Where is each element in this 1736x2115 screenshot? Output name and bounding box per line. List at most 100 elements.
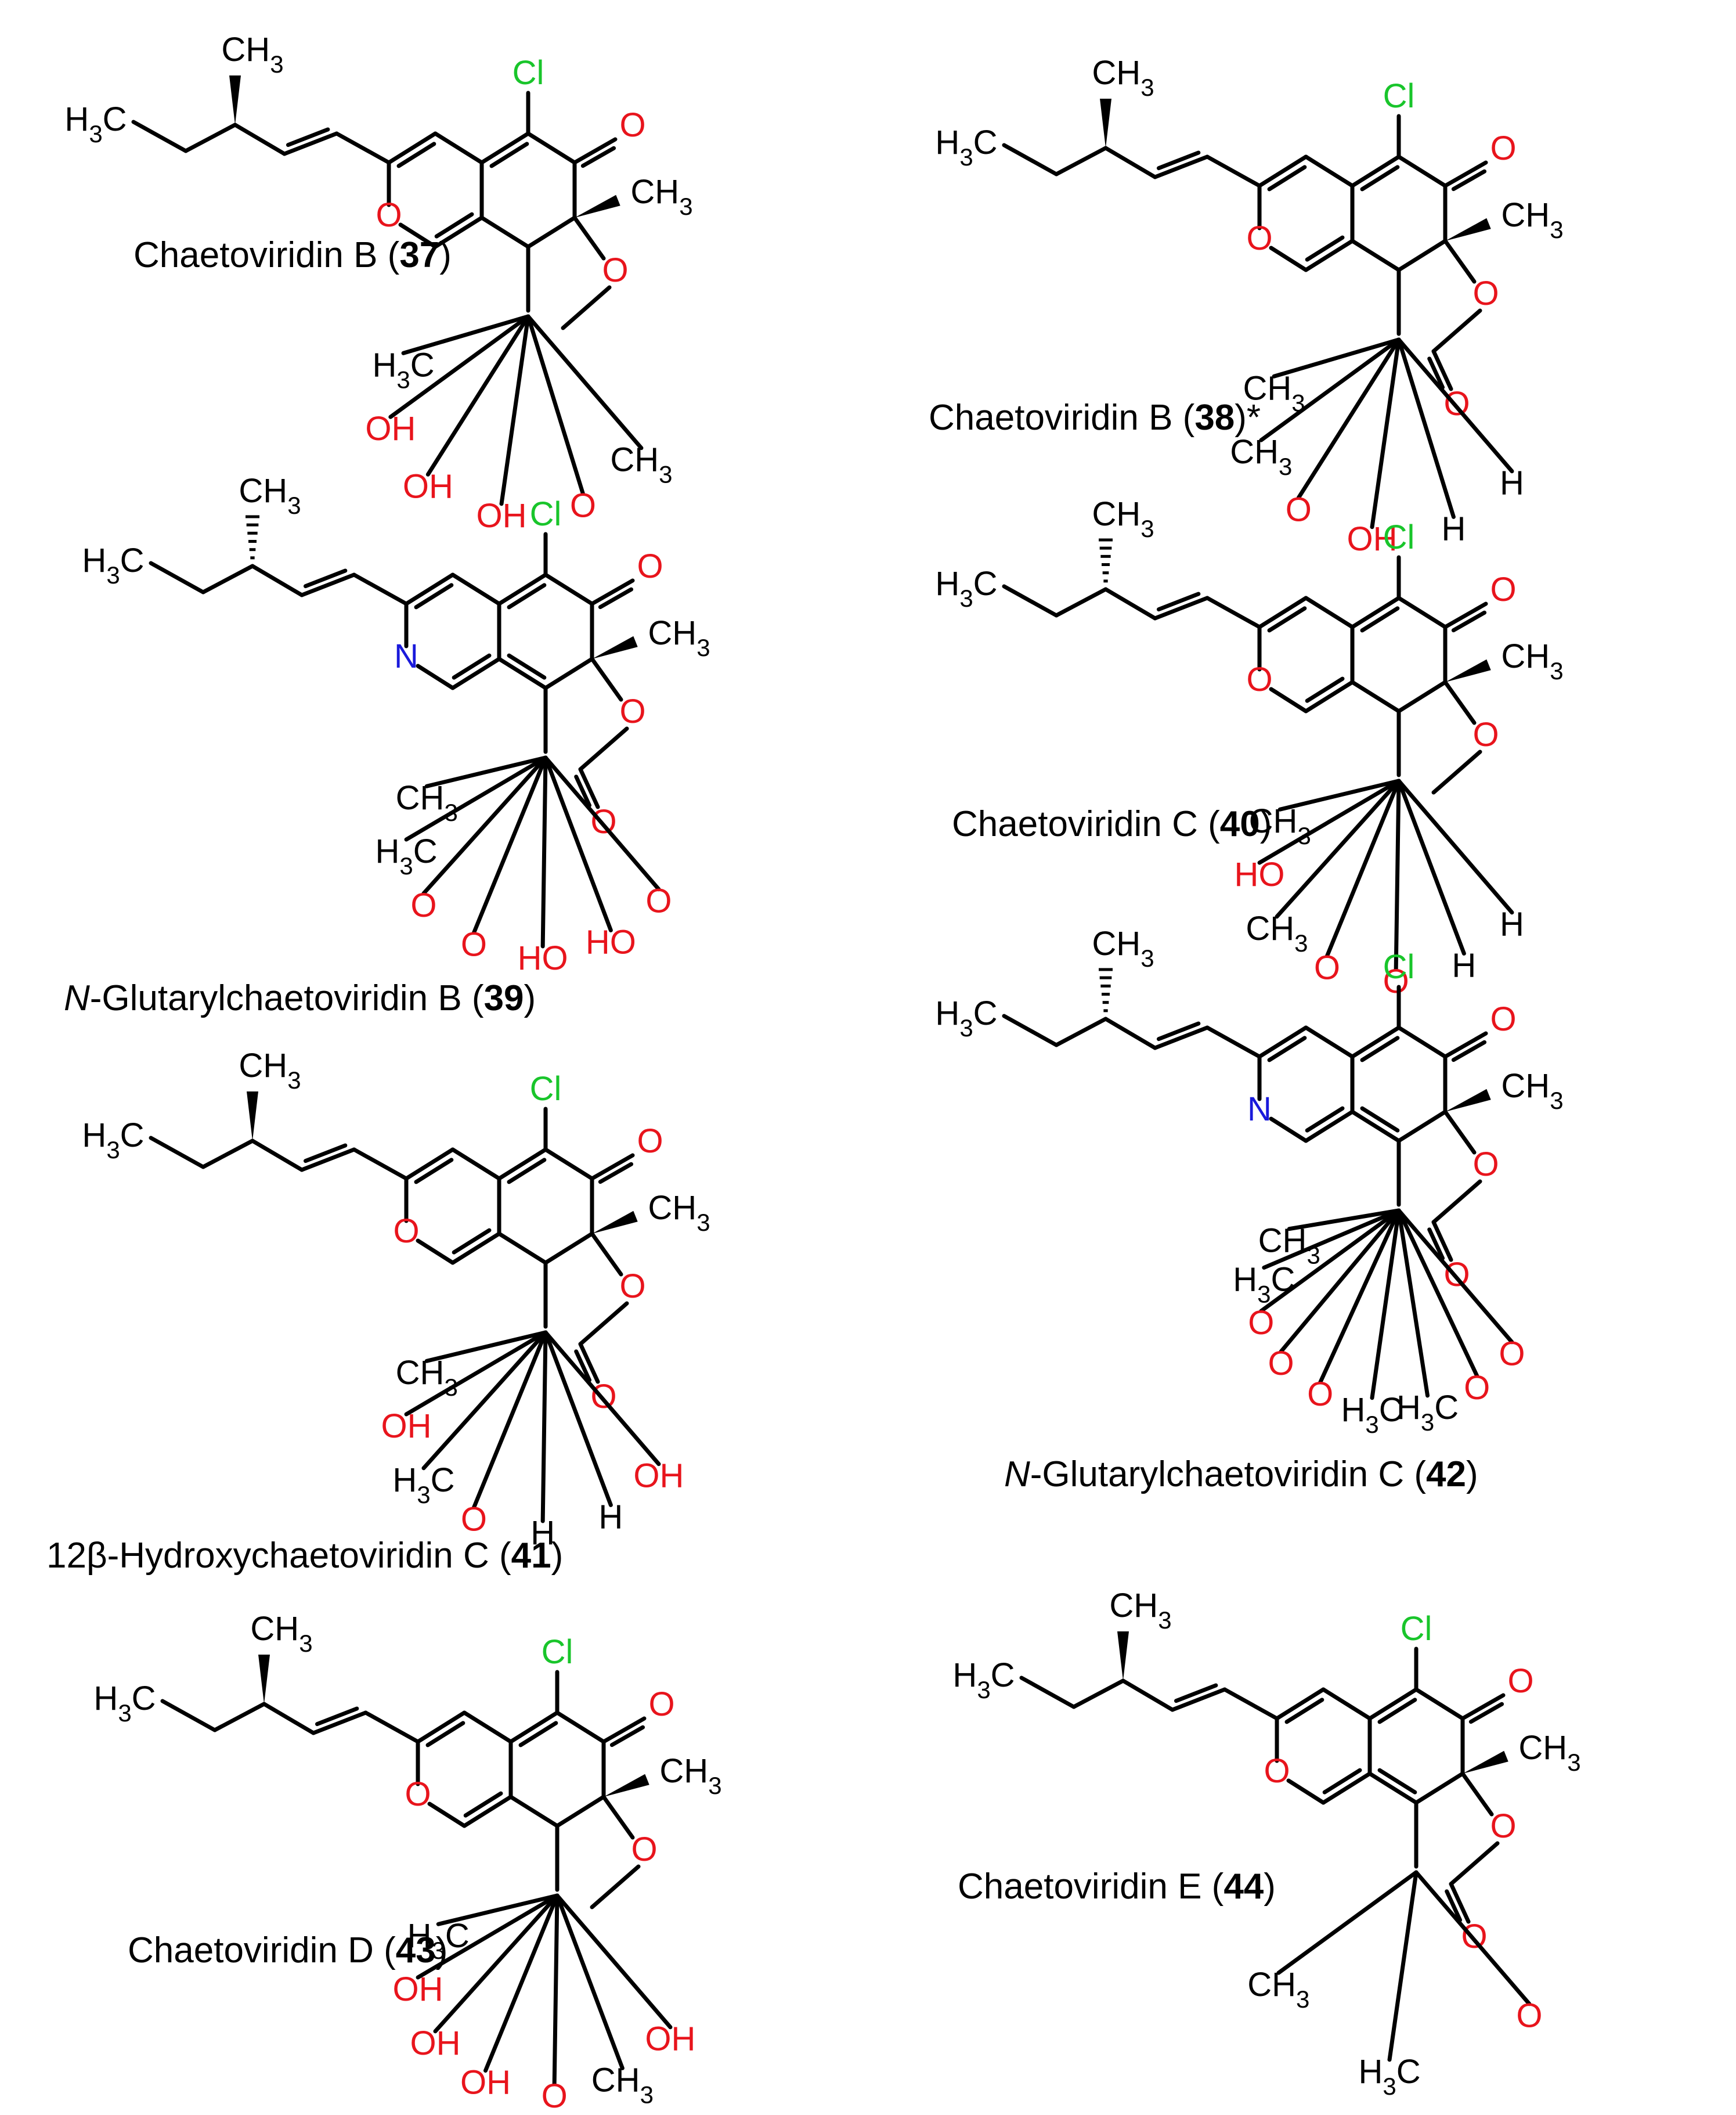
atom-label-oh: OH xyxy=(1347,520,1398,558)
atom-label-o_acid: O xyxy=(542,2077,568,2115)
name_main: Chaetoviridin E ( xyxy=(958,1867,1224,1907)
atom-label-ch3_ring: CH3 xyxy=(630,173,692,219)
atom-label-cl: Cl xyxy=(530,495,562,533)
compound-name: N-Glutarylchaetoviridin C (42) xyxy=(1004,1454,1478,1494)
atom-label-oh_left: OH xyxy=(645,2020,695,2058)
atom-label-o_keto: O xyxy=(1490,129,1516,167)
atom-label-ch3_end: CH3 xyxy=(1249,803,1311,849)
atom-label-o_keto: O xyxy=(637,1122,663,1160)
atom-label-o_acid: O xyxy=(570,487,596,525)
atom-label-ch3_ring: CH3 xyxy=(648,614,710,661)
wedge-bond xyxy=(1117,1631,1129,1681)
atom-label-h1: H xyxy=(598,1498,623,1536)
atom-label-h1: H xyxy=(1500,464,1524,502)
atom-label-o_furan: O xyxy=(1490,1807,1516,1845)
name_suffix: ) xyxy=(439,235,452,275)
atom-label-o_ester2: O xyxy=(1307,1375,1333,1413)
atom-label-o_ring: O xyxy=(1264,1752,1290,1790)
atom-label-methyl_top: CH3 xyxy=(239,1047,301,1093)
number: 37 xyxy=(399,235,439,275)
atom-label-o_furan: O xyxy=(1472,716,1499,754)
wedge-bond xyxy=(604,1774,649,1797)
atom-label-ho_side: HO xyxy=(1235,856,1285,893)
atom-label-methyl_top: CH3 xyxy=(239,472,301,518)
name_suffix: ) xyxy=(1466,1454,1478,1494)
atom-label-h3c_vinyl: H3C xyxy=(1233,1261,1295,1307)
name_main: Chaetoviridin B ( xyxy=(929,398,1195,438)
wedge-bond xyxy=(1445,218,1491,241)
atom-label-o_furan: O xyxy=(631,1831,657,1868)
atom-label-ch3_side: CH3 xyxy=(1246,910,1308,956)
compound-name: Chaetoviridin D (43) xyxy=(128,1930,447,1970)
compound-41: ClOCH3H3COCH3OOOHHHOH3COHCH312β-Hydroxyc… xyxy=(46,1047,710,1576)
atom-label-o_ring: O xyxy=(376,196,402,234)
atom-label-ch3_vinyl: CH3 xyxy=(1247,1966,1309,2012)
atom-label-h1: H xyxy=(1500,906,1524,943)
atom-label-o_side: O xyxy=(461,1501,487,1538)
atom-label-h3c_vinyl: H3C xyxy=(375,833,437,879)
atom-label-h3c_vinyl: H3C xyxy=(1358,2053,1420,2099)
atom-label-oh_acid: OH xyxy=(460,2064,511,2102)
atom-label-oh_side: OH xyxy=(393,1970,443,2008)
name_main: Chaetoviridin B ( xyxy=(133,235,400,275)
atom-label-cl: Cl xyxy=(1383,77,1415,115)
compound-name: N-Glutarylchaetoviridin B (39) xyxy=(64,978,536,1018)
compound-name: Chaetoviridin E (44) xyxy=(958,1867,1276,1907)
atom-label-o_ring: O xyxy=(405,1775,431,1813)
atom-label-h3c_bottom: H3C xyxy=(407,1918,470,1964)
atom-label-o_keto: O xyxy=(1507,1662,1533,1700)
atom-label-ch3_ring: CH3 xyxy=(1501,637,1563,684)
name_suffix: ) xyxy=(524,978,536,1018)
atom-label-oh_side: OH xyxy=(365,410,416,448)
atom-label-cl: Cl xyxy=(1383,518,1415,556)
atom-label-o_keto: O xyxy=(648,1685,674,1723)
atom-label-ch3_side: CH3 xyxy=(591,2062,654,2108)
compound-38: ClOCH3H3COCH3OOHHOHOCH3CH3Chaetoviridin … xyxy=(929,54,1564,558)
atom-label-o_keto: O xyxy=(619,106,645,144)
atom-label-ch3_a: CH3 xyxy=(1230,433,1292,480)
atom-label-o_furan: O xyxy=(1472,1145,1499,1183)
atom-label-cl: Cl xyxy=(530,1070,562,1108)
atom-label-methyl_top: CH3 xyxy=(221,31,283,77)
atom-label-h2: H xyxy=(1441,510,1466,548)
wedge-bond xyxy=(1100,99,1111,148)
atom-label-h3c_ester2: H3C xyxy=(1341,1391,1403,1437)
name_italic: N xyxy=(1004,1454,1030,1494)
atom-label-o_ring: O xyxy=(1246,219,1272,257)
atom-label-o_ring: O xyxy=(393,1212,419,1250)
atom-label-h3c_left: H3C xyxy=(935,124,997,170)
atom-label-o_lac_co: O xyxy=(1286,491,1312,529)
atom-label-o_keto: O xyxy=(1490,1000,1516,1038)
atom-label-h3c_bottom: H3C xyxy=(372,347,434,393)
atom-label-h3c_left: H3C xyxy=(64,100,127,147)
atom-label-h3c_side: H3C xyxy=(392,1461,454,1508)
wedge-bond xyxy=(592,1210,638,1234)
compound-39: ClOCH3H3CNCH3OOOHOHOOOH3CCH3N-Glutarylch… xyxy=(64,472,710,1018)
atom-label-o_furan: O xyxy=(602,251,628,289)
atom-label-h3c_left: H3C xyxy=(935,995,997,1041)
name_main: Chaetoviridin C ( xyxy=(952,804,1220,844)
atom-label-o_furan: O xyxy=(619,693,645,730)
compound-40: ClOCH3H3COCH3OHHOOCH3HOCH3Chaetoviridin … xyxy=(935,495,1563,1000)
atom-label-methyl_top: CH3 xyxy=(1109,1587,1171,1633)
atom-label-oh_side: OH xyxy=(381,1407,432,1445)
atom-label-o_furan: O xyxy=(619,1267,645,1305)
name_main: Chaetoviridin D ( xyxy=(128,1930,396,1970)
atom-label-o_acid2: O xyxy=(461,926,487,964)
name_italic: N xyxy=(64,978,90,1018)
name_prefix: 12β-Hydroxy xyxy=(46,1536,251,1576)
name_main: -Glutarylchaetoviridin B ( xyxy=(90,978,484,1018)
name_suffix: ) xyxy=(1260,804,1272,844)
atom-label-h2: H xyxy=(1452,947,1476,985)
atom-label-o_acyl: O xyxy=(1248,1304,1274,1342)
atom-label-o_side: O xyxy=(1314,949,1340,987)
number: 41 xyxy=(511,1536,551,1576)
wedge-bond xyxy=(229,75,241,125)
atom-label-ch3_ring: CH3 xyxy=(659,1752,721,1799)
atom-label-ch3_b: CH3 xyxy=(1243,370,1305,416)
number: 39 xyxy=(484,978,524,1018)
atom-label-ch3_ring: CH3 xyxy=(1518,1729,1580,1775)
atom-label-o_acyl: O xyxy=(410,887,436,924)
name_main: chaetoviridin C ( xyxy=(251,1536,511,1576)
